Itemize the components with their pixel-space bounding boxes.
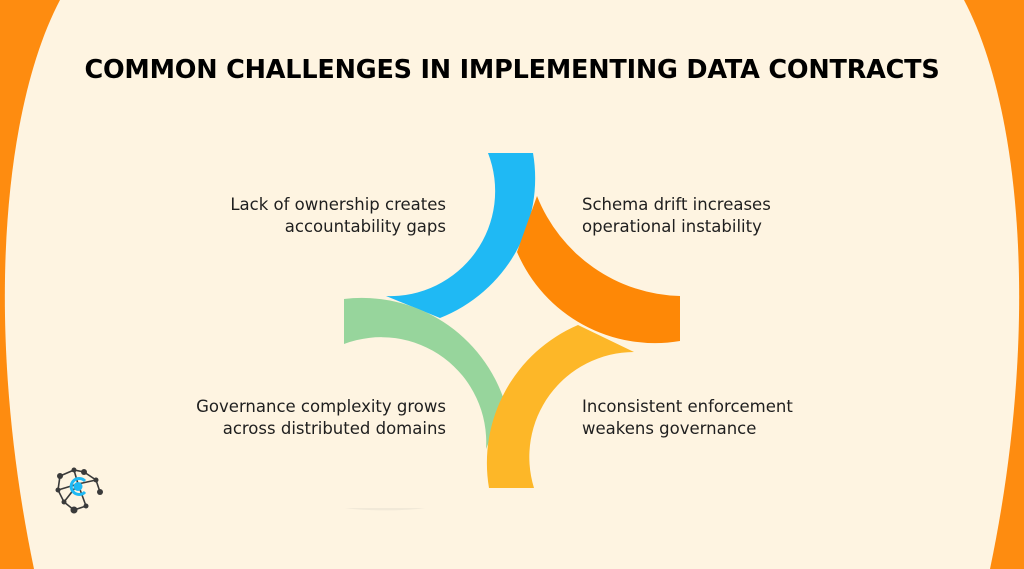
label-enforcement: Inconsistent enforcement weakens governa…: [582, 396, 882, 440]
label-ownership-line2: accountability gaps: [284, 217, 446, 236]
diagram-shadow: [345, 508, 425, 511]
label-schema-drift: Schema drift increases operational insta…: [582, 194, 882, 238]
segment-enforcement: [486, 325, 634, 488]
label-ownership: Lack of ownership creates accountability…: [146, 194, 446, 238]
label-schema-drift-line1: Schema drift increases: [582, 195, 771, 214]
network-logo-icon: [55, 467, 103, 514]
label-ownership-line1: Lack of ownership creates: [230, 195, 446, 214]
segment-schema-drift: [517, 196, 680, 344]
segment-ownership: [386, 153, 536, 318]
segment-governance: [344, 297, 505, 449]
label-schema-drift-line2: operational instability: [582, 217, 762, 236]
label-governance-line2: across distributed domains: [222, 419, 446, 438]
label-governance-line1: Governance complexity grows: [196, 397, 446, 416]
page-title: COMMON CHALLENGES IN IMPLEMENTING DATA C…: [84, 55, 940, 85]
label-enforcement-line1: Inconsistent enforcement: [582, 397, 793, 416]
label-governance: Governance complexity grows across distr…: [146, 396, 446, 440]
label-enforcement-line2: weakens governance: [582, 419, 757, 438]
